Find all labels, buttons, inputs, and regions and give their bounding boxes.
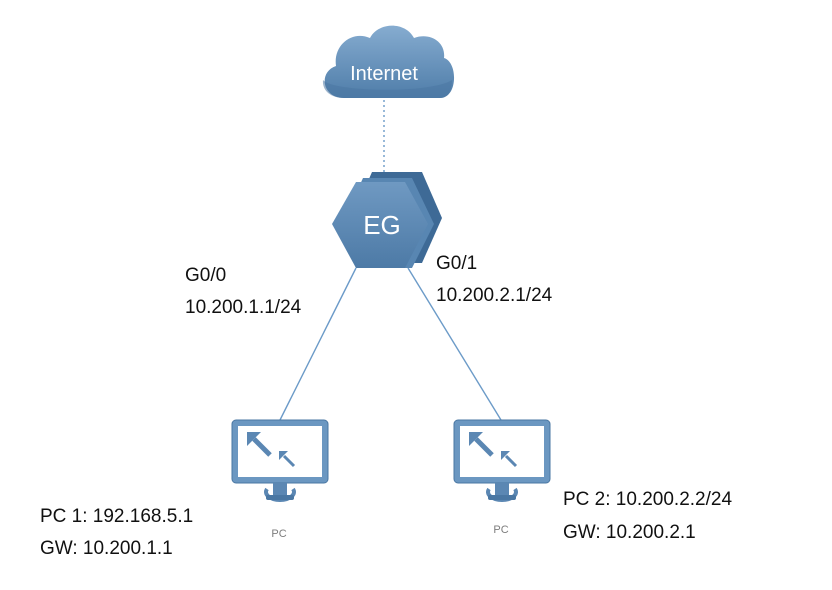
pc2-gateway: GW: 10.200.2.1 [563,522,696,543]
pc-monitor-icon [453,419,551,502]
internet-label: Internet [350,63,418,85]
pc2-icon-label: PC [493,524,508,536]
cursor-arrows-icon [469,432,518,468]
pc2-address: PC 2: 10.200.2.2/24 [563,489,732,510]
router-hexagon-icon [332,172,442,268]
cloud-icon [322,25,455,98]
pc-monitor-icon [231,419,329,502]
cursor-arrows-icon [247,432,296,468]
link-eg-pc2 [407,267,502,421]
gateway-label: EG [363,210,401,240]
interface-g0-1-ip: 10.200.2.1/24 [436,285,553,306]
interface-g0-0-name: G0/0 [185,265,226,286]
pc2-device: PC [453,419,551,536]
internet-cloud: Internet [322,25,455,98]
interface-g0-0-ip: 10.200.1.1/24 [185,297,302,318]
pc1-device: PC [231,419,329,540]
interface-g0-1-name: G0/1 [436,253,477,274]
pc1-address: PC 1: 192.168.5.1 [40,506,193,527]
gateway-device: EG [332,172,442,268]
pc1-gateway: GW: 10.200.1.1 [40,538,173,559]
pc1-icon-label: PC [271,528,286,540]
link-eg-pc1 [279,267,357,421]
